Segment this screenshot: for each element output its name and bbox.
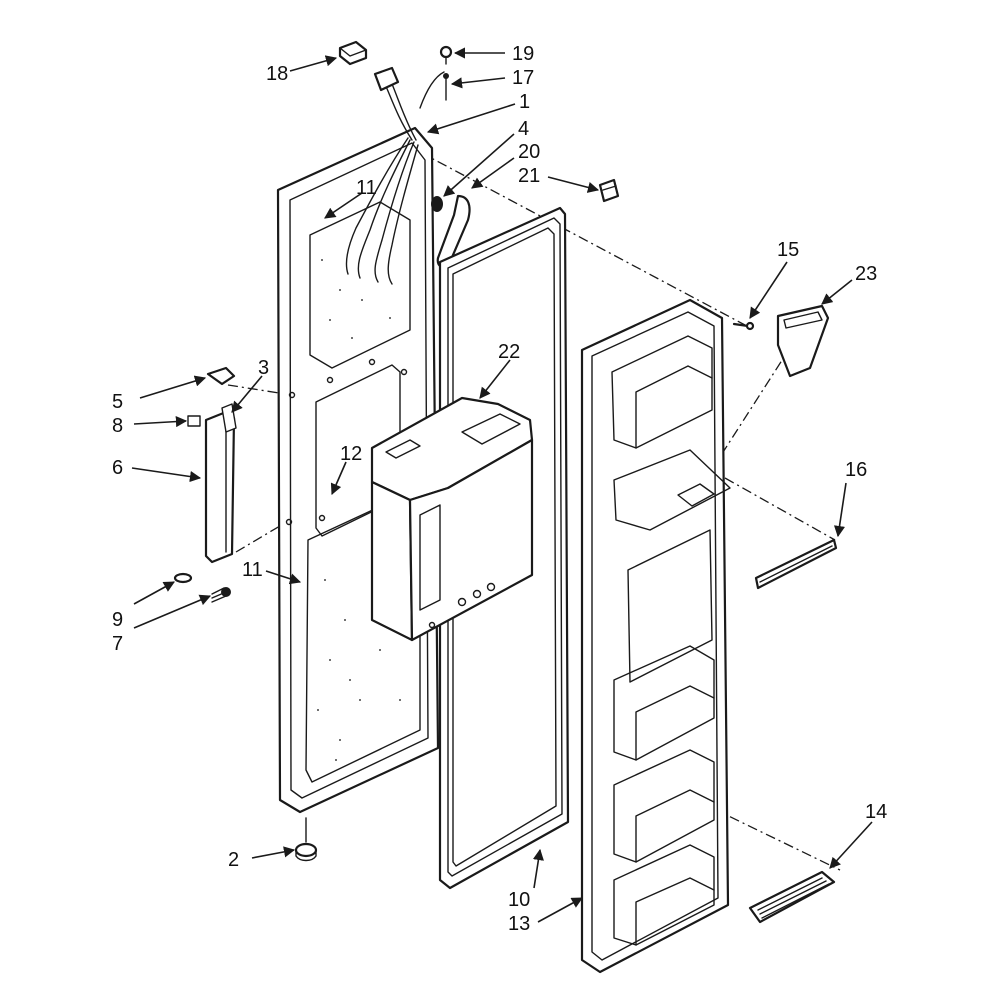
callout-9: 9	[112, 609, 123, 631]
callout-12: 12	[340, 443, 362, 465]
callout-11-upper: 11	[356, 177, 377, 199]
wire-harness	[345, 83, 419, 285]
callout-10: 10	[508, 889, 530, 911]
screw-part-19	[439, 45, 453, 65]
screw-part-15	[732, 321, 755, 331]
callout-8: 8	[112, 415, 123, 437]
door-liner-part-13	[580, 298, 731, 974]
callout-23: 23	[855, 263, 877, 285]
connector-block-part-18	[338, 40, 368, 66]
chute-part-23	[776, 304, 830, 378]
callout-1: 1	[519, 91, 530, 113]
rail-part-16	[754, 538, 838, 590]
callout-6: 6	[112, 457, 123, 479]
callout-14: 14	[865, 801, 887, 823]
dispenser-housing-part-22	[370, 396, 534, 642]
wire-part-17	[419, 71, 449, 109]
callout-7: 7	[112, 633, 123, 655]
fitting-part-21	[598, 178, 620, 203]
hinge-bracket-parts	[173, 366, 237, 603]
harness-plug	[373, 66, 400, 92]
door-outer-panel	[276, 126, 440, 814]
callout-19: 19	[512, 43, 534, 65]
callout-labels: 18 19 17 1 4 20 21 11 15 23 22 3 5 8 6 1…	[112, 43, 887, 935]
callout-20: 20	[518, 141, 540, 163]
callout-15: 15	[777, 239, 799, 261]
callout-11-lower: 11	[242, 559, 263, 581]
callout-5: 5	[112, 391, 123, 413]
callout-3: 3	[258, 357, 269, 379]
callout-21: 21	[518, 165, 540, 187]
bottom-cap-part-2	[294, 817, 318, 862]
callout-17: 17	[512, 67, 534, 89]
callout-22: 22	[498, 341, 520, 363]
callout-2: 2	[228, 849, 239, 871]
callout-18: 18	[266, 63, 288, 85]
grille-part-14	[748, 870, 836, 924]
callout-13: 13	[508, 913, 530, 935]
callout-16: 16	[845, 459, 867, 481]
leader-lines	[131, 47, 873, 923]
callout-4: 4	[518, 118, 529, 140]
component-part-4	[431, 196, 443, 212]
